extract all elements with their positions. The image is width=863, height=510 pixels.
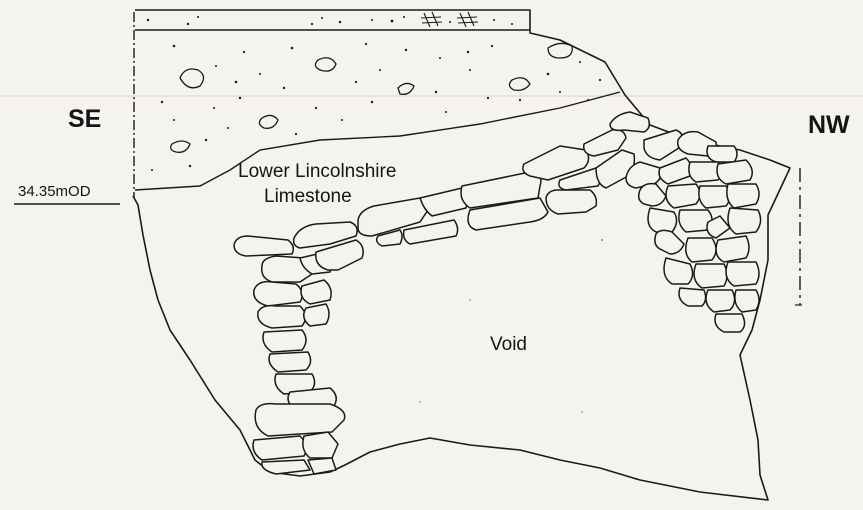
arch-stone <box>263 330 306 352</box>
arch-stone <box>546 190 596 214</box>
arch-stone <box>707 146 737 162</box>
arch-stone <box>639 184 666 206</box>
arch-stone <box>686 238 716 262</box>
arch-stone <box>679 288 706 306</box>
arch-stone <box>699 186 730 208</box>
arch-stone <box>255 404 345 436</box>
arch-stone <box>304 304 329 326</box>
arch-stone <box>716 236 749 262</box>
arch-stone <box>254 282 302 306</box>
arch-stone <box>269 352 311 372</box>
arch-stone <box>728 208 761 234</box>
arch-stone <box>717 160 752 184</box>
arch-stone <box>659 158 691 184</box>
void-label: Void <box>490 333 527 356</box>
arch-stone <box>234 236 293 256</box>
arch-stone <box>648 208 677 232</box>
arch-stone <box>715 314 745 332</box>
arch-stone <box>706 290 735 312</box>
arch-stone <box>735 290 759 312</box>
void-specks <box>419 239 603 413</box>
arch-stone <box>664 258 693 284</box>
topsoil-dots <box>147 16 513 25</box>
overburden-dots <box>151 43 601 171</box>
topsoil-hatch-marks <box>421 12 478 27</box>
arch-stone <box>420 188 467 216</box>
arch-stone <box>727 184 759 208</box>
arch-stone <box>253 436 306 460</box>
arch-stone <box>694 264 727 288</box>
arch-stone <box>655 230 684 254</box>
overburden-clasts <box>171 43 573 152</box>
arch-stone <box>726 262 759 286</box>
arch-stone <box>301 280 331 304</box>
direction-label-se: SE <box>68 105 101 134</box>
arch-stone <box>610 112 649 132</box>
stratum-label-line2: Limestone <box>264 185 352 208</box>
stratum-label-line1: Lower Lincolnshire <box>238 160 396 183</box>
direction-label-nw: NW <box>808 111 850 140</box>
arch-stone <box>258 306 306 328</box>
arch-stone <box>303 432 338 458</box>
arch-stone <box>666 184 700 208</box>
arch-stone <box>262 460 310 474</box>
datum-level-label: 34.35mOD <box>18 183 91 200</box>
